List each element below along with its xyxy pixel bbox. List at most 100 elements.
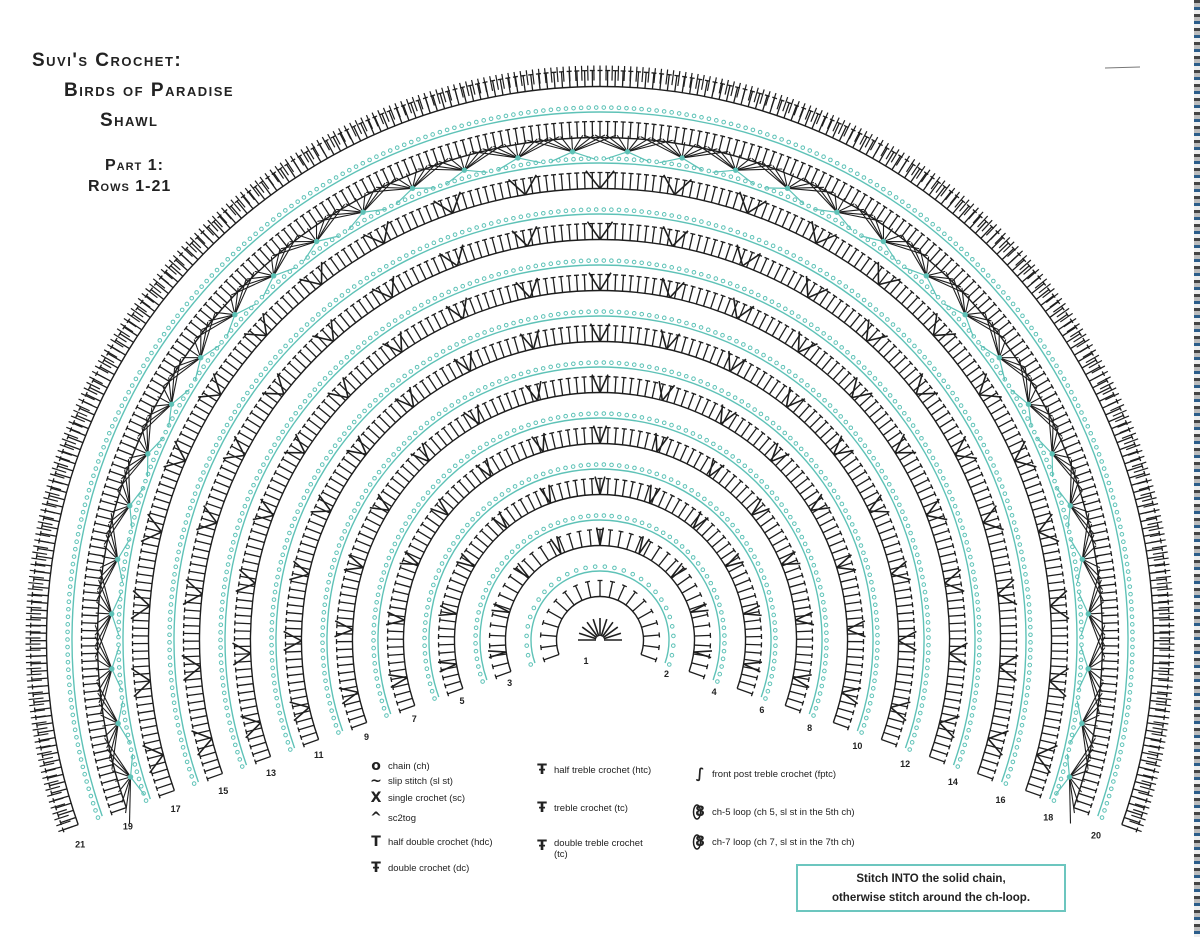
fan-motif — [583, 134, 673, 163]
legend-label: double crochet (dc) — [388, 862, 470, 874]
fan-motif — [696, 143, 783, 185]
row-number-label: 13 — [266, 768, 276, 778]
row-number-label: 16 — [996, 795, 1006, 805]
stitch-row-6 — [422, 462, 778, 701]
hdc-symbol: T — [371, 834, 381, 850]
sc2tog-symbol: ^ — [370, 810, 382, 826]
fan-motif — [94, 625, 123, 715]
stitch-row-10 — [320, 360, 880, 735]
legend-label: half double crochet (hdc) — [388, 836, 493, 848]
fan-motif — [804, 178, 883, 231]
stitch-row-1 — [539, 579, 661, 663]
row-number-label: 18 — [1043, 813, 1053, 823]
stitch-row-3 — [487, 527, 713, 680]
title-line-1: Suvi's Crochet: — [32, 50, 183, 71]
row-number-label: 10 — [852, 741, 862, 751]
row-number-label: 17 — [171, 804, 181, 814]
row-number-label: 19 — [123, 822, 133, 832]
chain-symbol: o — [371, 758, 381, 774]
row-number-label: 4 — [712, 687, 717, 697]
row-number-label: 14 — [948, 777, 958, 787]
stitch-note: Stitch INTO the solid chain, otherwise s… — [796, 864, 1066, 912]
part-label: Part 1: — [105, 157, 164, 174]
stitch-row-7 — [385, 425, 815, 714]
edge-strip — [1194, 0, 1200, 937]
row-number-label: 12 — [900, 759, 910, 769]
legend-item: o chain (ch) — [370, 758, 430, 774]
legend-loop-glyphs — [692, 804, 702, 850]
fan-motif — [471, 136, 560, 171]
rows-label: Rows 1-21 — [88, 178, 172, 195]
legend-label: double treble crochet (tc) — [554, 838, 643, 860]
row-number-label: 11 — [314, 750, 324, 760]
dc-symbol: Ŧ — [371, 860, 381, 876]
ch7-loop-symbol: 8 — [695, 834, 705, 850]
corner-mark — [1104, 66, 1141, 69]
stitch-rows — [29, 69, 1171, 833]
legend-label: front post treble crochet (fptc) — [712, 768, 837, 780]
stitch-row-11 — [283, 323, 917, 748]
row-number-label: 6 — [759, 705, 764, 715]
row-number-label: 3 — [507, 678, 512, 688]
row-number-label: 7 — [412, 714, 417, 724]
fan-motif — [163, 313, 221, 387]
fan-motif — [272, 204, 346, 262]
legend-label: single crochet (sc) — [388, 792, 466, 804]
fan-motif — [96, 681, 131, 770]
row-number-label: 2 — [664, 669, 669, 679]
fan-motif — [194, 271, 256, 339]
legend-item: ∫ front post treble crochet (fptc) — [694, 766, 836, 782]
stitch-row-4 — [473, 513, 727, 684]
row-number-label: 5 — [459, 696, 464, 706]
single-crochet-symbol: X — [370, 790, 382, 806]
legend-label: sc2tog — [388, 812, 416, 824]
note-line-2: otherwise stitch around the ch-loop. — [831, 892, 1031, 904]
fan-motif — [1055, 459, 1097, 545]
row-number-label: 9 — [364, 732, 369, 742]
row-number-label: 20 — [1091, 831, 1101, 841]
legend-label: chain (ch) — [388, 760, 430, 772]
stitch-row-20 — [65, 105, 1135, 820]
fan-motif — [902, 235, 969, 297]
tc-symbol: Ŧ — [537, 800, 547, 816]
stitch-row-12 — [269, 309, 931, 752]
note-line-1: Stitch INTO the solid chain, — [856, 873, 1006, 885]
row-number-label: 15 — [218, 786, 228, 796]
stitch-row-16 — [167, 207, 1033, 786]
stitch-row-17 — [130, 170, 1070, 799]
legend-label: treble crochet (tc) — [554, 802, 628, 814]
dtc-symbol: Ŧ — [537, 838, 547, 854]
fptc-symbol: ∫ — [695, 766, 705, 782]
stitch-row-19 — [80, 120, 1120, 816]
fan-motif — [979, 313, 1037, 387]
title-line-2: Birds of Paradise — [64, 80, 235, 101]
fan-motif — [317, 178, 396, 231]
edge-row — [25, 65, 1175, 833]
legend-item: 8 ch-7 loop (ch 7, sl st in the 7th ch) — [694, 834, 855, 850]
fan-motif — [417, 143, 504, 185]
fan-motif — [366, 157, 449, 205]
stitch-row-9 — [334, 374, 866, 731]
row-number-label: 1 — [583, 656, 588, 666]
legend-item: ^ sc2tog — [370, 810, 416, 826]
fan-motif — [1010, 358, 1063, 437]
legend-label: half treble crochet (htc) — [554, 764, 652, 776]
legend-label: slip stitch (sl st) — [388, 775, 453, 787]
fan-motifs — [94, 134, 1106, 824]
stitch-row-5 — [437, 476, 763, 697]
fan-motif — [944, 271, 1006, 339]
fan-motif — [854, 204, 928, 262]
legend-label: ch-7 loop (ch 7, sl st in the 7th ch) — [712, 836, 855, 848]
ch5-loop-symbol: 8 — [695, 804, 705, 820]
center-ring — [578, 618, 622, 641]
row-number-label: 21 — [75, 840, 85, 850]
fan-motif — [1078, 568, 1106, 658]
